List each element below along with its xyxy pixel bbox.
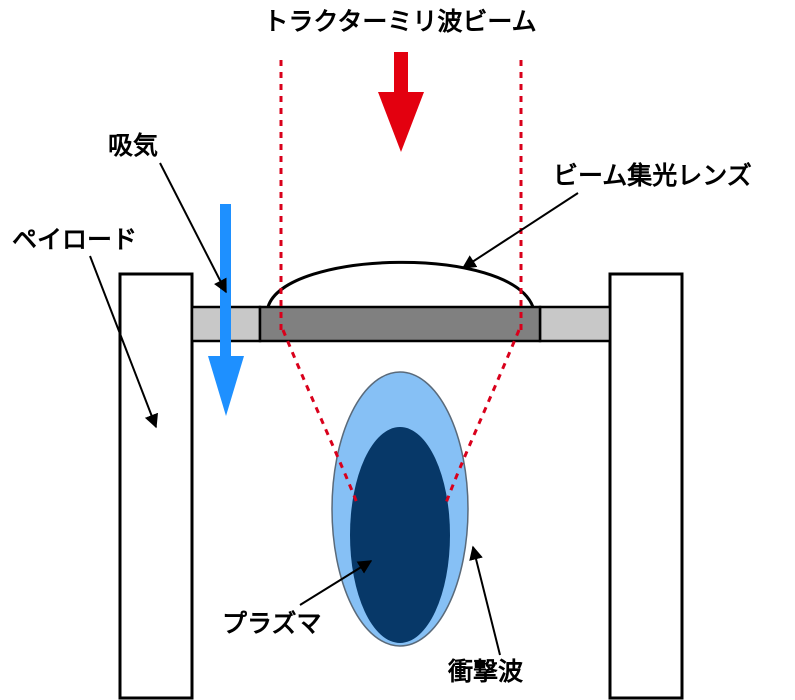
intake-leader [159, 162, 227, 294]
lens-leader [461, 192, 579, 269]
plasma-ellipse [350, 427, 450, 643]
right-side-plate [538, 305, 612, 343]
payload-label: ペイロード [12, 225, 137, 254]
beam-title-label: トラクターミリ波ビーム [263, 7, 536, 36]
plasma-leader [299, 560, 373, 606]
payload-right-wall [608, 272, 684, 700]
lens-plate [258, 305, 542, 343]
beam-down-arrow-icon [378, 52, 424, 152]
shockwave-label: 衝撃波 [447, 657, 524, 686]
payload-leader [89, 255, 158, 429]
beam-converge-left [281, 329, 359, 504]
beam-focusing-lens [266, 260, 535, 308]
shockwave-leader [469, 545, 501, 656]
lens-label: ビーム集光レンズ [553, 161, 752, 190]
payload-left-wall [118, 272, 194, 700]
intake-label: 吸気 [108, 131, 158, 160]
beam-converge-right [444, 329, 521, 504]
plasma-label: プラズマ [222, 609, 322, 638]
